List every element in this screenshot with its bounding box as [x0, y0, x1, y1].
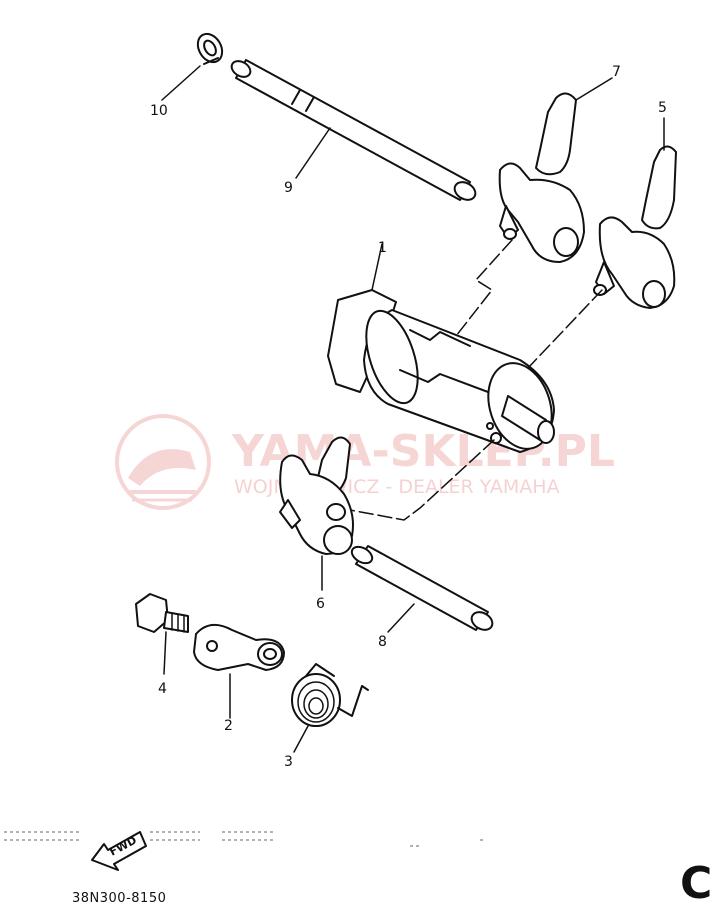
leader-7	[575, 77, 613, 101]
callout-2: 2	[224, 718, 233, 734]
part-8-short-shaft	[350, 545, 494, 631]
callout-6: 6	[316, 596, 325, 612]
part-6-shift-fork	[279, 436, 354, 555]
part-1-shift-drum	[327, 289, 555, 453]
leader-10	[161, 65, 201, 101]
leader-9	[295, 127, 331, 179]
drawing-code: 38N300-8150	[72, 891, 166, 906]
leader-4	[163, 631, 167, 675]
leader-3	[293, 725, 309, 753]
part-3-torsion-spring	[291, 663, 369, 727]
forward-direction-marker: FWD	[91, 831, 147, 871]
part-2-stopper-lever	[193, 623, 285, 671]
leader-1	[371, 243, 383, 291]
callout-10: 10	[150, 103, 168, 119]
leader-8	[387, 603, 415, 633]
corner-letter: C	[680, 858, 711, 909]
assembly-guide-lines	[349, 239, 603, 521]
watermark-logo	[115, 414, 211, 510]
faded-legend-marks	[4, 831, 486, 847]
callout-5: 5	[658, 100, 667, 116]
part-10-circlip	[196, 32, 224, 65]
callout-7: 7	[612, 64, 621, 80]
callout-labels: 1 2 3 4 5 6 7 8 9 10	[150, 64, 667, 770]
callout-4: 4	[158, 681, 167, 697]
callout-1: 1	[378, 240, 387, 256]
part-7-shift-fork	[498, 92, 585, 263]
part-4-bolt	[135, 593, 189, 633]
part-9-shift-fork-shaft	[230, 59, 477, 201]
callout-9: 9	[284, 180, 293, 196]
part-5-shift-fork	[593, 145, 677, 309]
callout-8: 8	[378, 634, 387, 650]
callout-3: 3	[284, 754, 293, 770]
